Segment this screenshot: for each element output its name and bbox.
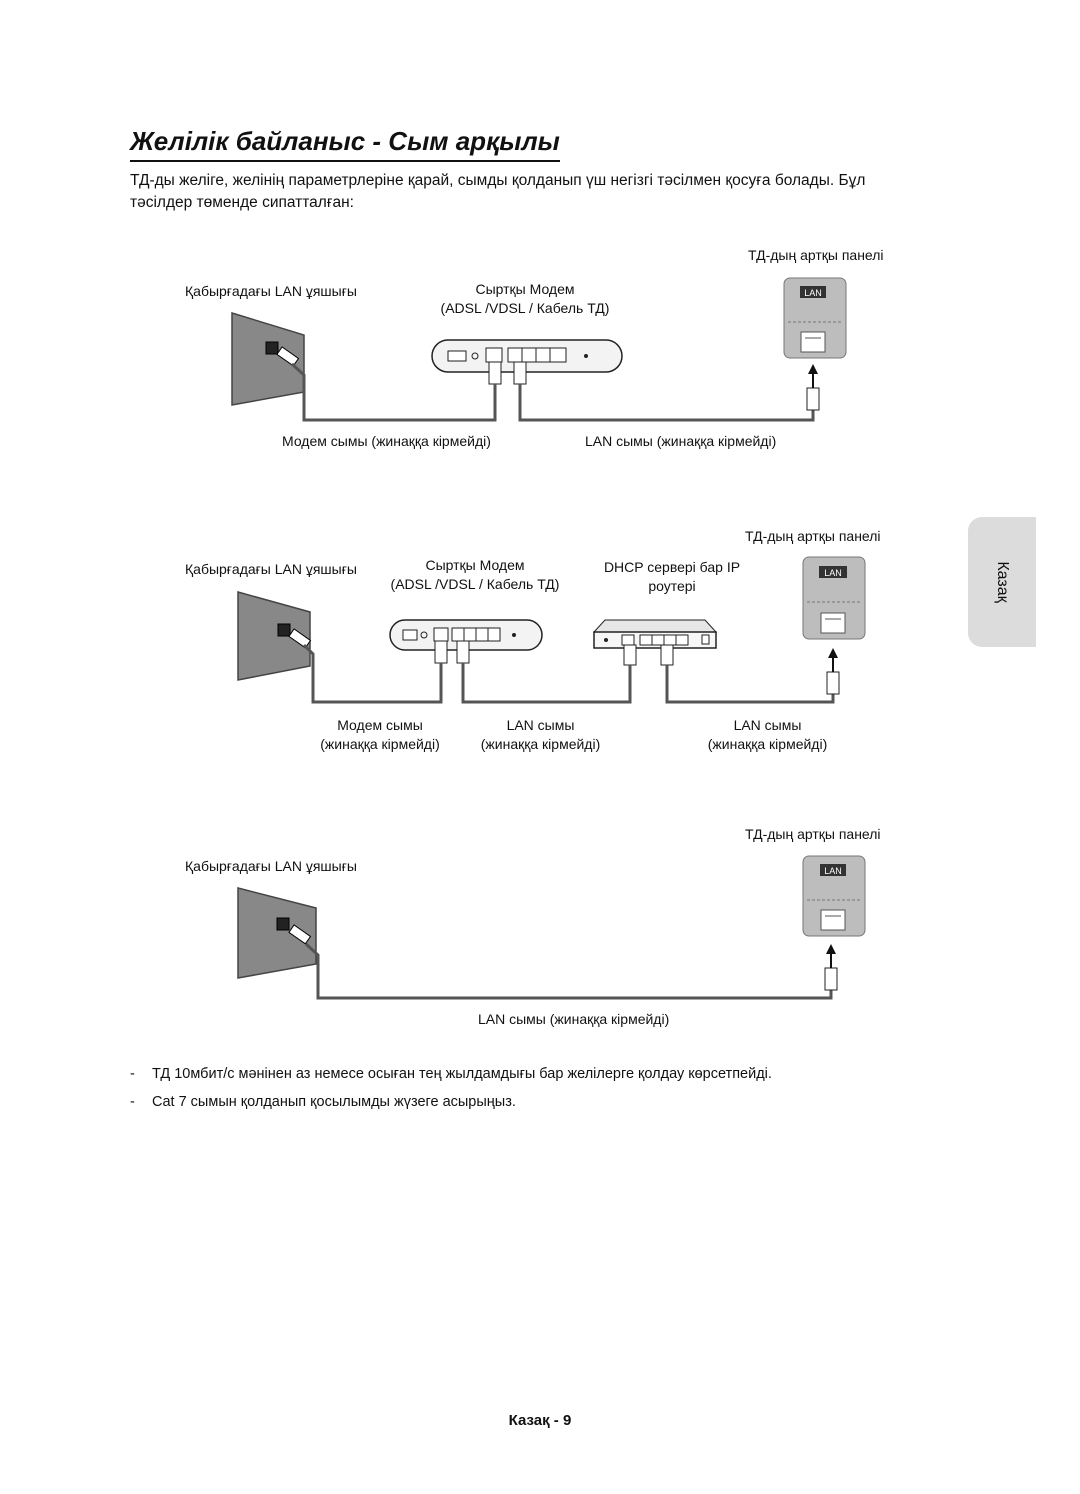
d2-modem-cable-line1: Модем сымы xyxy=(337,717,423,733)
d1-arrow-up-icon xyxy=(808,364,818,374)
d1-modem-label-line2: (ADSL /VDSL / Кабель ТД) xyxy=(440,300,610,316)
d3-wall-plate xyxy=(237,887,317,979)
d1-lan-cable-line xyxy=(518,384,815,422)
page-footer: Казақ - 9 xyxy=(508,1412,572,1429)
d2-modem-label-line2: (ADSL /VDSL / Кабель ТД) xyxy=(390,576,560,592)
d2-wall-plug-icon xyxy=(288,628,312,649)
note-item: - ТД 10мбит/с мәнінен аз немесе осыған т… xyxy=(130,1064,772,1092)
note-bullet: - xyxy=(130,1066,135,1082)
d3-wall-plug-icon xyxy=(288,924,312,945)
notes-list: - ТД 10мбит/с мәнінен аз немесе осыған т… xyxy=(130,1064,772,1120)
d3-tv-lan-panel: LAN xyxy=(802,855,866,937)
d2-tv-lan-panel: LAN xyxy=(802,556,866,640)
d1-tv-lan-panel: LAN xyxy=(783,277,847,359)
d1-modem-cable-label: Модем сымы (жинаққа кірмейді) xyxy=(282,433,491,449)
note-text: Cat 7 сымын қолданып қосылымды жүзеге ас… xyxy=(152,1094,516,1110)
d2-wall-jack-label: Қабырғадағы LAN ұяшығы xyxy=(185,561,357,577)
d2-lan-cable2-line2: (жинаққа кірмейді) xyxy=(707,736,828,752)
d1-lan-port-label: LAN xyxy=(804,288,822,298)
d2-router-label-line1: DHCP сервері бар IP xyxy=(603,559,741,575)
d1-modem-cable-line xyxy=(290,362,497,422)
d2-modem-cable-line xyxy=(302,643,443,704)
d3-wall-jack-icon xyxy=(276,917,290,931)
d2-modem-cable-line2: (жинаққа кірмейді) xyxy=(320,736,440,752)
d2-lan-cable2-line xyxy=(665,665,835,704)
d3-tv-panel-label: ТД-дың артқы панелі xyxy=(745,826,881,842)
d2-wall-jack-icon xyxy=(277,623,291,637)
note-text: ТД 10мбит/с мәнінен аз немесе осыған тең… xyxy=(152,1066,772,1082)
d1-tv-panel-label: ТД-дың артқы панелі xyxy=(748,247,884,263)
d3-arrow-up-icon xyxy=(826,944,836,954)
d2-lan-cable2-label: LAN сымы (жинаққа кірмейді) xyxy=(695,716,840,754)
note-item: - Cat 7 сымын қолданып қосылымды жүзеге … xyxy=(130,1092,772,1120)
d1-wall-jack-icon xyxy=(265,341,279,355)
d1-lan-cable-label: LAN сымы (жинаққа кірмейді) xyxy=(585,433,777,449)
d1-modem-device xyxy=(431,339,623,373)
d2-lan-cable1-line1: LAN сымы xyxy=(506,717,575,733)
intro-text: ТД-ды желіге, желінің параметрлеріне қар… xyxy=(130,172,866,211)
d1-wall-jack-label: Қабырғадағы LAN ұяшығы xyxy=(185,283,357,299)
d2-wall-plate xyxy=(237,591,311,681)
page-title: Желілік байланыс - Сым арқылы xyxy=(130,126,560,162)
diagram1-graphic: LAN xyxy=(231,277,847,422)
d2-router-label-line2: роутері xyxy=(648,578,696,594)
d3-lan-cable-line xyxy=(304,942,833,1000)
d2-lan-cable2-line1: LAN сымы xyxy=(733,717,802,733)
d2-lan-cable1-label: LAN сымы (жинаққа кірмейді) xyxy=(468,716,613,754)
d2-modem-cable-label: Модем сымы (жинаққа кірмейді) xyxy=(305,716,455,754)
note-bullet: - xyxy=(130,1094,135,1110)
d2-modem-label-line1: Сыртқы Модем xyxy=(425,557,525,573)
d1-modem-label-line1: Сыртқы Модем xyxy=(475,281,575,297)
d1-modem-label: Сыртқы Модем (ADSL /VDSL / Кабель ТД) xyxy=(420,280,630,318)
diagram3-graphic: LAN xyxy=(237,855,866,1000)
d2-tv-panel-label: ТД-дың артқы панелі xyxy=(745,528,881,544)
d2-lan-cable1-line xyxy=(461,663,632,704)
d1-wall-plug-icon xyxy=(276,346,300,367)
d3-wall-jack-label: Қабырғадағы LAN ұяшығы xyxy=(185,858,357,874)
d3-lan-port-label: LAN xyxy=(824,866,842,876)
diagram2-graphic: LAN xyxy=(237,556,866,704)
d2-lan-port-label: LAN xyxy=(824,568,842,578)
d2-router-label: DHCP сервері бар IP роутері xyxy=(582,558,762,596)
d2-lan-cable1-line2: (жинаққа кірмейді) xyxy=(480,736,601,752)
d2-router-device xyxy=(592,619,718,649)
language-side-tab[interactable]: Казақ xyxy=(968,517,1036,647)
d3-lan-cable-label: LAN сымы (жинаққа кірмейді) xyxy=(478,1011,670,1027)
d2-modem-label: Сыртқы Модем (ADSL /VDSL / Кабель ТД) xyxy=(370,556,580,594)
d2-arrow-up-icon xyxy=(828,648,838,658)
